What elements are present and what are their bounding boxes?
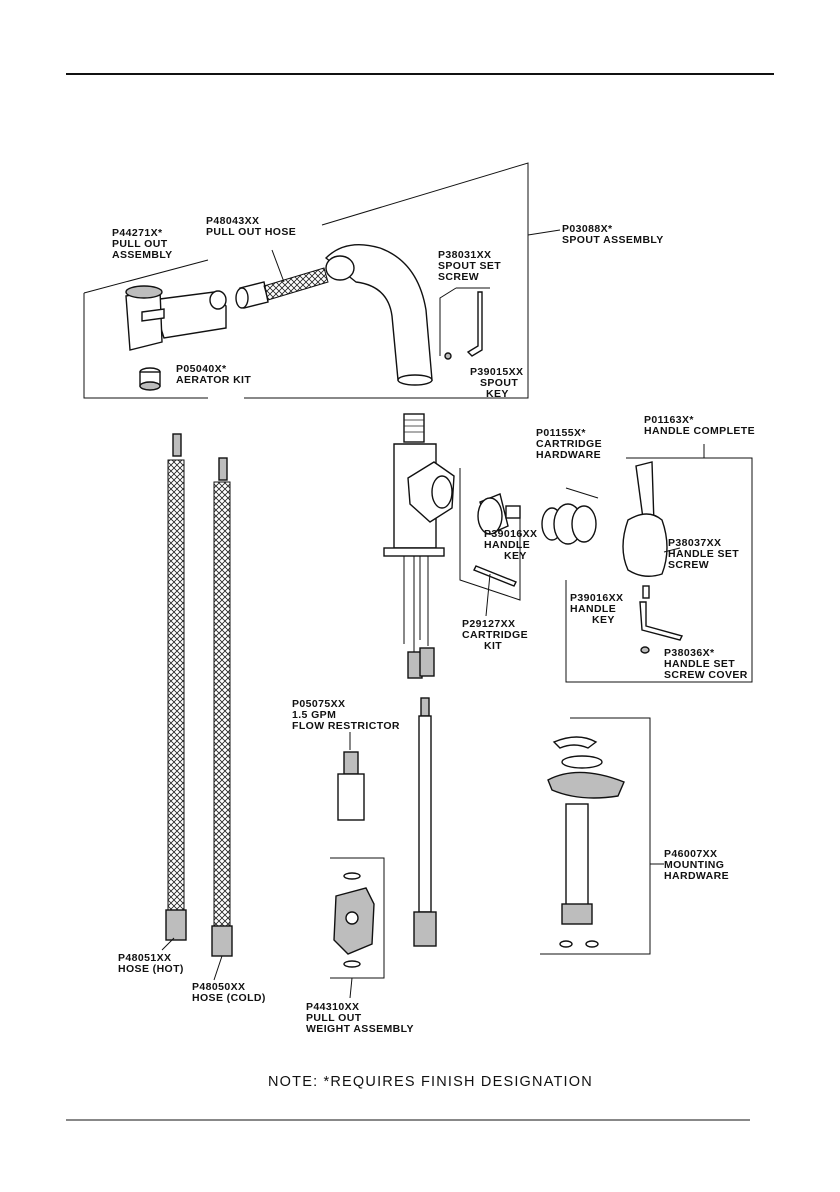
faucet-body-part: [383, 413, 455, 679]
svg-text:KIT: KIT: [484, 640, 502, 652]
svg-text:KEY: KEY: [504, 550, 527, 562]
svg-text:P05040X*: P05040X*: [176, 363, 227, 375]
pull-out-hose-part: [235, 249, 329, 309]
callout-mounting-hardware: P46007XX MOUNTING HARDWARE: [664, 848, 729, 882]
callout-hose-cold: P48050XX HOSE (COLD): [192, 981, 266, 1004]
svg-text:SPOUT: SPOUT: [480, 377, 518, 389]
svg-text:SPOUT ASSEMBLY: SPOUT ASSEMBLY: [562, 234, 664, 246]
callout-hose-hot: P48051XX HOSE (HOT): [118, 952, 184, 975]
svg-text:HANDLE: HANDLE: [570, 603, 616, 615]
svg-text:CARTRIDGE: CARTRIDGE: [462, 629, 528, 641]
svg-text:PULL OUT HOSE: PULL OUT HOSE: [206, 226, 296, 238]
callout-weight-assembly: P44310XX PULL OUT WEIGHT ASSEMBLY: [306, 1001, 414, 1035]
finish-designation-note: NOTE: *REQUIRES FINISH DESIGNATION: [268, 1074, 593, 1090]
leader-lines: [161, 229, 664, 999]
callout-cartridge-hardware: P01155X* CARTRIDGE HARDWARE: [536, 427, 602, 461]
callout-spout-key: P39015XX SPOUT KEY: [470, 366, 523, 400]
svg-text:HARDWARE: HARDWARE: [536, 449, 601, 461]
svg-text:P39016XX: P39016XX: [570, 592, 623, 604]
cartridge-hardware-part: [541, 487, 599, 545]
pull-out-long-hose-part: [413, 697, 437, 947]
callout-handle-complete: P01163X* HANDLE COMPLETE: [644, 414, 755, 437]
spout-group: [83, 162, 529, 399]
flow-restrictor-part: [337, 732, 365, 821]
svg-text:AERATOR KIT: AERATOR KIT: [176, 374, 251, 386]
svg-text:SCREW: SCREW: [668, 559, 709, 571]
svg-text:KEY: KEY: [592, 614, 615, 626]
svg-text:P39016XX: P39016XX: [484, 528, 537, 540]
svg-text:P46007XX: P46007XX: [664, 848, 717, 860]
svg-text:P48051XX: P48051XX: [118, 952, 171, 964]
svg-text:P29127XX: P29127XX: [462, 618, 515, 630]
svg-text:HANDLE COMPLETE: HANDLE COMPLETE: [644, 425, 755, 437]
svg-text:P38037XX: P38037XX: [668, 537, 721, 549]
callout-handle-set-screw-cover: P38036X* HANDLE SET SCREW COVER: [664, 647, 748, 681]
callout-pull-out-hose: P48043XX PULL OUT HOSE: [206, 215, 296, 238]
hose-hot-part: [165, 433, 187, 941]
svg-text:P03088X*: P03088X*: [562, 223, 613, 235]
svg-text:P01163X*: P01163X*: [644, 414, 694, 426]
cartridge-group: [459, 468, 521, 617]
svg-text:P01155X*: P01155X*: [536, 427, 586, 439]
callout-cartridge-kit: P29127XX CARTRIDGE KIT: [462, 618, 528, 652]
callout-handle-key-cartridge: P39016XX HANDLE KEY: [484, 528, 537, 562]
svg-text:HOSE (HOT): HOSE (HOT): [118, 963, 184, 975]
callout-spout-set-screw: P38031XX SPOUT SET SCREW: [438, 249, 501, 283]
pull-out-assembly-part: [125, 285, 227, 351]
svg-text:HANDLE: HANDLE: [484, 539, 530, 551]
callout-spout-assembly: P03088X* SPOUT ASSEMBLY: [562, 223, 664, 246]
callout-handle-key-handle: P39016XX HANDLE KEY: [570, 592, 623, 626]
svg-text:CARTRIDGE: CARTRIDGE: [536, 438, 602, 450]
svg-text:HOSE (COLD): HOSE (COLD): [192, 992, 266, 1004]
svg-text:P38031XX: P38031XX: [438, 249, 491, 261]
svg-text:P39015XX: P39015XX: [470, 366, 523, 378]
callout-aerator-kit: P05040X* AERATOR KIT: [176, 363, 251, 386]
callout-handle-set-screw: P38037XX HANDLE SET SCREW: [668, 537, 739, 571]
callout-pull-out-assembly: P44271X* PULL OUT ASSEMBLY: [112, 227, 173, 261]
svg-text:SPOUT SET: SPOUT SET: [438, 260, 501, 272]
svg-text:P05075XX: P05075XX: [292, 698, 345, 710]
svg-text:SCREW: SCREW: [438, 271, 479, 283]
svg-text:PULL OUT: PULL OUT: [112, 238, 168, 250]
svg-text:HANDLE SET: HANDLE SET: [668, 548, 739, 560]
svg-text:HANDLE SET: HANDLE SET: [664, 658, 735, 670]
mounting-hardware-part: [540, 717, 651, 955]
svg-text:1.5 GPM: 1.5 GPM: [292, 709, 336, 721]
svg-text:P44271X*: P44271X*: [112, 227, 163, 239]
svg-text:MOUNTING: MOUNTING: [664, 859, 724, 871]
weight-assembly-part: [330, 857, 385, 979]
svg-text:P48050XX: P48050XX: [192, 981, 245, 993]
aerator-part: [139, 367, 161, 391]
svg-text:PULL OUT: PULL OUT: [306, 1012, 362, 1024]
svg-text:KEY: KEY: [486, 388, 509, 400]
svg-text:ASSEMBLY: ASSEMBLY: [112, 249, 173, 261]
svg-text:WEIGHT ASSEMBLY: WEIGHT ASSEMBLY: [306, 1023, 414, 1035]
svg-text:FLOW RESTRICTOR: FLOW RESTRICTOR: [292, 720, 400, 732]
svg-text:P48043XX: P48043XX: [206, 215, 259, 227]
spout-screw-key-part: [439, 287, 490, 360]
svg-text:P44310XX: P44310XX: [306, 1001, 359, 1013]
svg-text:SCREW COVER: SCREW COVER: [664, 669, 748, 681]
hose-cold-part: [211, 457, 233, 957]
spout-part: [324, 244, 433, 386]
callout-flow-restrictor: P05075XX 1.5 GPM FLOW RESTRICTOR: [292, 698, 400, 732]
handle-group: [565, 444, 753, 683]
svg-text:P38036X*: P38036X*: [664, 647, 715, 659]
svg-text:HARDWARE: HARDWARE: [664, 870, 729, 882]
